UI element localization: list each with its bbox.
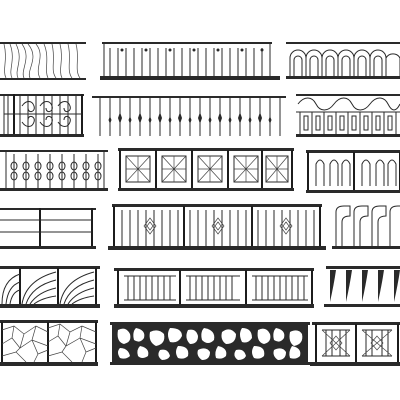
railing-plain-rails xyxy=(0,208,96,249)
railing-wave-curtain xyxy=(0,42,86,80)
railing-organic-cutouts xyxy=(110,322,310,365)
railing-star-panels xyxy=(310,322,400,366)
railing-hook-profiles xyxy=(332,205,400,249)
railing-column-balusters xyxy=(114,268,314,308)
railing-arcade-loops xyxy=(286,42,400,79)
railing-arched-baluster xyxy=(100,42,280,80)
railing-fan-arcs xyxy=(0,266,100,308)
railing-scroll-gate xyxy=(0,94,84,137)
railing-diamond-pickets xyxy=(108,204,326,250)
railing-lattice-panels xyxy=(118,148,294,191)
railing-gothic-pickets xyxy=(306,150,400,193)
railing-bead-twist xyxy=(0,150,108,191)
railing-crazy-paving xyxy=(0,320,98,366)
railing-spear-balusters xyxy=(92,96,286,136)
railing-horn-brackets xyxy=(324,266,400,307)
railing-ribbon-frieze xyxy=(296,94,400,137)
